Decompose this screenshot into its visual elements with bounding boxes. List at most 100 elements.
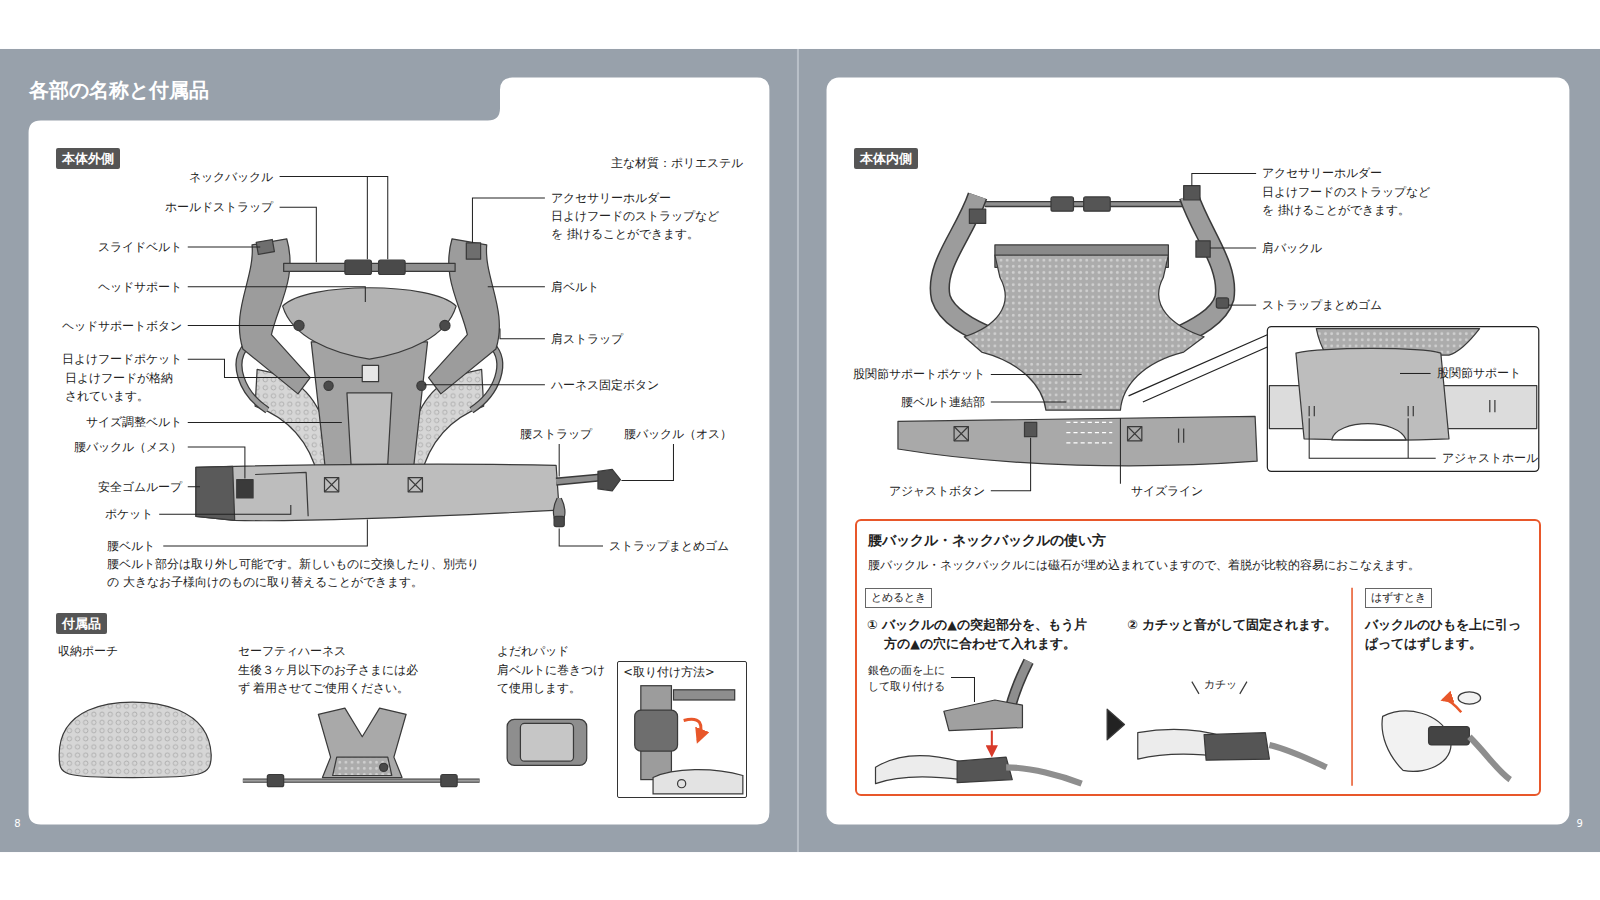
carrier-inner-view	[964, 255, 1204, 410]
part-label: サイズライン	[1131, 482, 1203, 500]
part-label: 生後３ヶ月以下のお子さまには必ず 着用させてご使用ください。	[238, 661, 428, 697]
page-ground	[797, 49, 799, 852]
part-label: 腰バックル（メス）	[74, 438, 182, 456]
carrier-outer-view	[556, 478, 600, 482]
leader-line	[159, 173, 1436, 702]
buckle-illustration	[957, 757, 1012, 783]
part-label: 銀色の面を上に して取り付ける	[868, 662, 947, 694]
part-label: 日よけフードポケット	[62, 350, 182, 368]
leader-line	[280, 207, 317, 262]
buckle-illustration	[876, 661, 1511, 783]
instruction-panel: 腰バックル・ネックバックルの使い方腰バックル・ネックバックルには磁石が埋め込まれ…	[855, 519, 1541, 796]
part-label: ヘッドサポートボタン	[62, 317, 182, 335]
leader-line	[188, 359, 362, 377]
part-label: 日よけフードのストラップなどを 掛けることができます。	[551, 207, 729, 243]
part-label: ハーネス固定ボタン	[551, 376, 659, 394]
step-tag: はずすとき	[1365, 588, 1432, 608]
part-label: アジャストホール	[1442, 449, 1538, 467]
page-panel	[827, 78, 1570, 825]
leader-line	[991, 374, 1082, 375]
buckle-illustration	[1010, 661, 1028, 708]
leader-line	[188, 287, 366, 302]
carrier-inner-view	[1216, 298, 1228, 308]
inset-detail	[1309, 406, 1413, 416]
part-label: 腰バックル（オス）	[624, 425, 732, 443]
part-label: 股関節サポートポケット	[853, 365, 985, 383]
buckle-illustration	[1458, 692, 1480, 704]
carrier-outer-view	[417, 381, 426, 390]
leader-line	[1229, 305, 1257, 306]
inset-detail	[1332, 424, 1406, 440]
part-label: ① バックルの▲の突起部分を、もう片 方の▲の穴に合わせて入れます。	[867, 615, 1103, 653]
leader-line	[188, 246, 260, 247]
leader-line	[163, 519, 367, 546]
part-label: 主な材質：ポリエステル	[611, 154, 743, 172]
part-label: アクセサリーホルダー	[551, 189, 671, 207]
part-label: サイズ調整ベルト	[86, 413, 182, 431]
panel-heading: 腰バックル・ネックバックルの使い方	[868, 530, 1528, 550]
carrier-inner-view	[954, 427, 968, 441]
leader-line	[424, 384, 544, 385]
leader-line	[188, 325, 293, 326]
part-label: カチッ	[1204, 676, 1237, 693]
buckle-illustration	[1010, 661, 1028, 708]
inset-detail	[1267, 327, 1538, 472]
leader-line	[280, 177, 388, 260]
leader-line	[951, 678, 974, 702]
part-label: バックルのひもを上に引っ ぱってはずします。	[1365, 615, 1521, 653]
safety-harness	[318, 708, 406, 777]
carrier-outer-view	[255, 472, 308, 516]
node-text: とめるとき	[871, 590, 926, 606]
part-label: 腰ベルト	[107, 537, 155, 555]
carrier-outer-view	[466, 243, 480, 259]
leader-line	[188, 447, 245, 479]
carrier-inner-view	[969, 209, 985, 223]
carrier-inner-view	[1179, 429, 1184, 443]
leader-line	[1309, 418, 1436, 458]
part-label: 腰ベルト部分は取り外し可能です。新しいものに交換したり、別売りの 大きなお子様向…	[107, 555, 481, 591]
part-label: 肩ストラップ	[551, 330, 623, 348]
attach-illustration	[635, 686, 743, 794]
part-label: 日よけフードのストラップなどを 掛けることができます。	[1262, 183, 1440, 219]
part-label: 肩バックル	[1262, 239, 1322, 257]
carrier-inner-view	[1066, 412, 1112, 443]
leader-line	[1400, 373, 1431, 374]
buckle-illustration	[876, 756, 962, 784]
carrier-inner-view	[1128, 427, 1142, 441]
drool-pad	[507, 719, 587, 765]
carrier-outer-view	[379, 260, 406, 274]
carrier-outer-view	[324, 478, 338, 492]
section-tag: 付属品	[56, 613, 107, 634]
carrier-inner-view	[940, 196, 995, 339]
carrier-outer-view	[324, 478, 338, 492]
part-label: アクセサリーホルダー	[1262, 164, 1382, 182]
carrier-outer-view	[311, 342, 427, 480]
carrier-outer-view	[347, 393, 392, 464]
part-label: 肩ベルト	[551, 278, 599, 296]
buckle-illustration	[1443, 700, 1461, 713]
section-tag: 本体内側	[854, 148, 918, 169]
carrier-inner-view	[898, 186, 1257, 466]
part-label: 肩ベルトに巻きつけ て使用します。	[497, 661, 606, 697]
part-label: 安全ゴムループ	[98, 478, 182, 496]
carrier-inner-view	[898, 416, 1257, 465]
inset-detail	[1490, 400, 1495, 412]
safety-harness	[243, 708, 480, 787]
carrier-outer-view	[294, 320, 304, 330]
carrier-outer-view	[362, 365, 378, 381]
leader-line	[488, 286, 545, 287]
carrier-inner-view	[1173, 196, 1225, 339]
leader-line	[1192, 173, 1256, 185]
instruction-divider	[1352, 588, 1353, 786]
carrier-outer-view	[408, 478, 422, 492]
part-label: アジャストボタン	[889, 482, 985, 500]
carrier-outer-view	[554, 516, 564, 526]
carrier-outer-view	[440, 320, 450, 330]
leader-line	[159, 505, 291, 514]
step-tag: とめるとき	[865, 588, 932, 608]
leader-line	[1210, 247, 1256, 248]
leader-line	[991, 438, 1031, 491]
